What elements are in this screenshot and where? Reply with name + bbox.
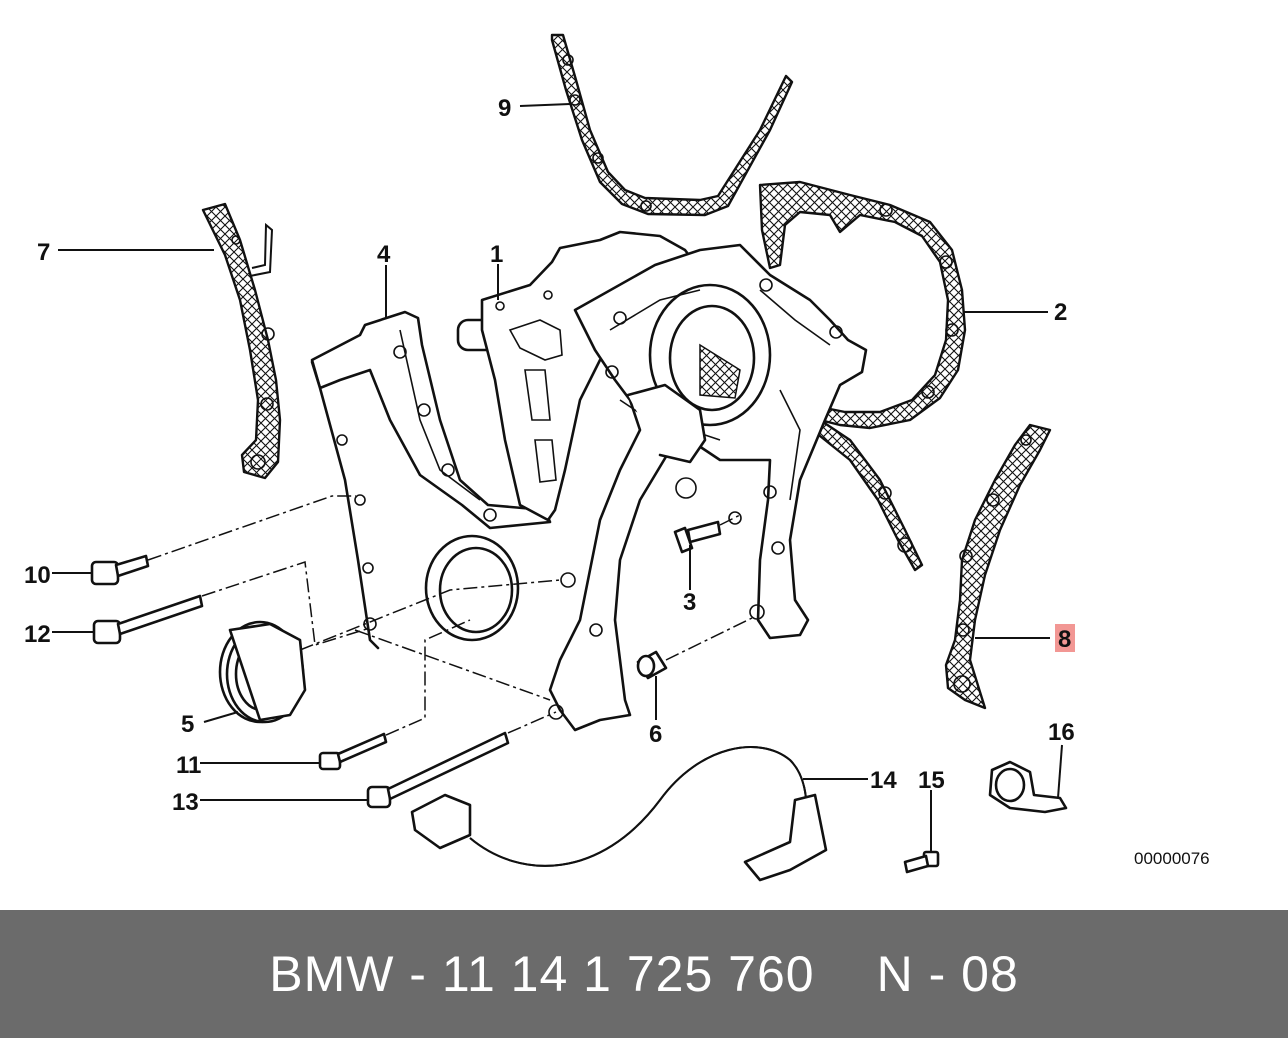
bolt-part-13	[366, 731, 510, 809]
diagram-ref-text: N - 08	[876, 946, 1019, 1002]
callout-6: 6	[649, 721, 662, 748]
callout-9: 9	[498, 95, 511, 122]
callout-4: 4	[377, 241, 391, 268]
callout-11: 11	[176, 752, 201, 779]
bolt-part-10	[90, 554, 150, 586]
bolt-part-11	[318, 732, 388, 771]
bolt-part-3	[673, 520, 722, 554]
gasket-part-7	[201, 202, 282, 480]
bolt-part-15	[903, 850, 940, 874]
gasket-part-2	[758, 180, 967, 572]
callout-3: 3	[683, 589, 696, 616]
bolt-part-12	[92, 594, 204, 645]
footer-bar: BMW - 11 14 1 725 760 N - 08	[0, 910, 1288, 1038]
sleeve-part-6	[636, 650, 668, 680]
sensor-part-14	[410, 746, 828, 882]
callout-13: 13	[172, 789, 199, 816]
gasket-part-9	[550, 33, 794, 217]
clamp-part-16	[988, 760, 1068, 814]
alignment-lines	[147, 495, 753, 736]
callout-10: 10	[24, 562, 51, 589]
callout-2: 2	[1054, 299, 1067, 326]
parts-diagram: 1 2 3 4 5 6 7 8 9 10 11 12 13 14 15 16 0…	[24, 33, 1210, 882]
gasket-part-8	[944, 423, 1052, 710]
callout-16: 16	[1048, 719, 1075, 746]
shaft-seal-part-5	[218, 620, 307, 724]
callout-12: 12	[24, 621, 51, 648]
callout-8: 8	[1058, 626, 1071, 653]
callout-14: 14	[870, 767, 897, 794]
leader-lines	[52, 103, 1063, 852]
callout-labels: 1 2 3 4 5 6 7 8 9 10 11 12 13 14 15 16	[24, 95, 1075, 816]
callout-15: 15	[918, 767, 945, 794]
image-code: 00000076	[1134, 849, 1210, 868]
callout-8-highlight	[1055, 624, 1075, 652]
callout-7: 7	[37, 239, 50, 266]
lower-cover-housing	[548, 243, 868, 732]
exploded-view-drawing: 1 2 3 4 5 6 7 8 9 10 11 12 13 14 15 16 0…	[24, 33, 1210, 882]
callout-5: 5	[181, 711, 194, 738]
cover-part-4	[310, 310, 552, 650]
callout-1: 1	[490, 241, 503, 268]
part-number-text: BMW - 11 14 1 725 760	[269, 946, 815, 1002]
